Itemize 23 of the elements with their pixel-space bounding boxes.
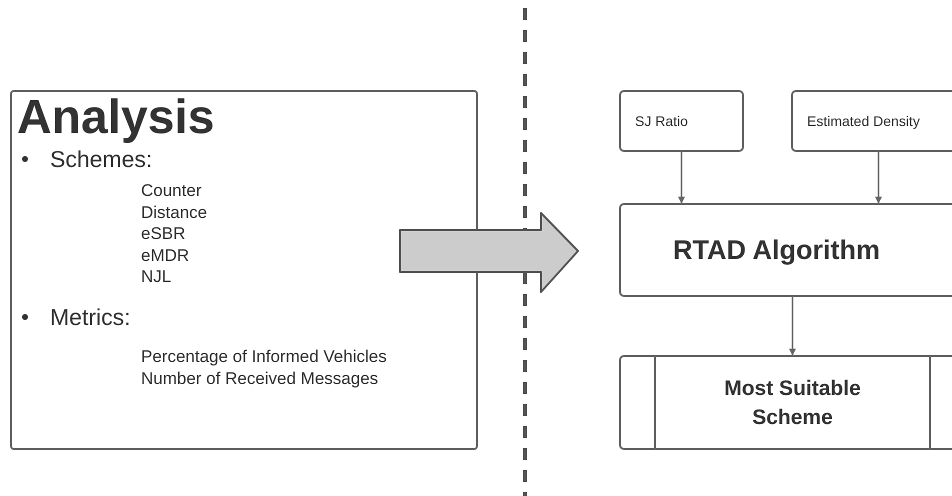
input-box — [619, 90, 744, 152]
list-item: Number of Received Messages — [141, 368, 378, 390]
list-item: Distance — [141, 202, 208, 224]
box-label: RTAD Algorithm — [673, 234, 880, 267]
arrow — [789, 297, 796, 356]
bullet-heading: Metrics: — [50, 302, 130, 332]
box-label: Most Suitable Scheme — [723, 376, 862, 430]
list-item: Percentage of Informed Vehicles — [141, 346, 387, 368]
box-label: SJ Ratio — [635, 112, 688, 130]
process-box — [619, 203, 952, 297]
panel-title: Analysis — [17, 92, 216, 144]
list-item: eMDR — [141, 244, 190, 266]
predefined-process-box — [619, 355, 952, 450]
block-arrow — [399, 212, 579, 293]
list-item: eSBR — [141, 223, 186, 245]
arrow — [678, 152, 685, 204]
bullet-heading: Schemes: — [50, 145, 152, 174]
arrow — [875, 152, 882, 204]
list-item: Counter — [141, 180, 202, 202]
analysis-panel — [10, 90, 478, 450]
box-label: Estimated Density — [807, 112, 920, 131]
input-box — [791, 90, 952, 152]
list-item: NJL — [141, 266, 172, 288]
